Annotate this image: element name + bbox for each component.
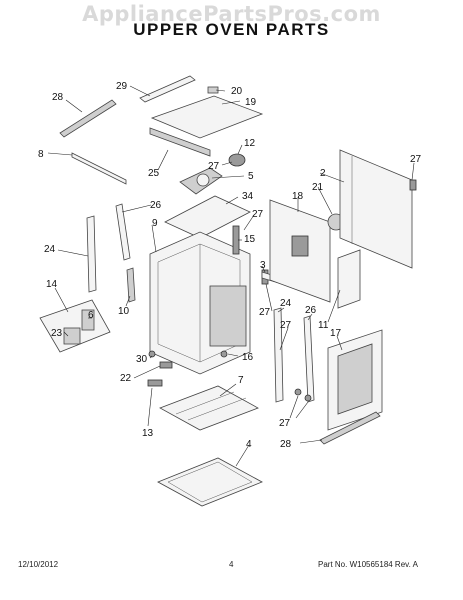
- part-18-vent: [291, 235, 309, 257]
- part-11-insulation: [337, 249, 361, 309]
- part-8-strip: [71, 152, 127, 185]
- part-6-plate: [81, 309, 95, 331]
- callout-23: 23: [51, 328, 63, 339]
- part-24-left-strip: [86, 215, 97, 293]
- callout-17: 17: [330, 328, 342, 339]
- leader-lines: [47, 85, 415, 467]
- callout-29: 29: [116, 81, 128, 92]
- callout-22: 22: [120, 373, 132, 384]
- part-12-motor: [228, 153, 246, 167]
- callout-27-e: 27: [280, 320, 292, 331]
- callout-7: 7: [238, 375, 244, 386]
- part-9-control-panel: [209, 285, 247, 347]
- watermark: AppliancePartsPros.com: [82, 2, 381, 26]
- part-27-screw-b: [304, 394, 312, 402]
- part-4-rack-inner: [167, 461, 253, 503]
- part-30-screw: [148, 350, 156, 358]
- page-title: UPPER OVEN PARTS: [133, 20, 330, 39]
- callout-14: 14: [46, 279, 58, 290]
- footer-page-number: 4: [229, 560, 234, 569]
- callout-28-bottom: 28: [280, 439, 292, 450]
- part-27-screw-a: [294, 388, 302, 396]
- callout-12: 12: [244, 138, 256, 149]
- callout-24-right: 24: [280, 298, 292, 309]
- footer-part-number: Part No. W10565184 Rev. A: [318, 560, 418, 569]
- callout-3: 3: [260, 260, 266, 271]
- callout-24-left: 24: [44, 244, 56, 255]
- part-25-front-bracket: [149, 127, 211, 157]
- callout-34: 34: [242, 191, 254, 202]
- callout-30: 30: [136, 354, 148, 365]
- callout-27-d: 27: [259, 307, 271, 318]
- callout-9: 9: [152, 218, 158, 229]
- callout-19: 19: [245, 97, 257, 108]
- part-4-bottom-rack: [157, 457, 263, 507]
- part-29-top-trim: [139, 75, 196, 103]
- callout-5: 5: [248, 171, 254, 182]
- footer-date: 12/10/2012: [18, 560, 59, 569]
- callout-4: 4: [246, 439, 252, 450]
- callout-21: 21: [312, 182, 324, 193]
- callout-27-b: 27: [410, 154, 422, 165]
- part-26-left-strip: [115, 203, 131, 261]
- callout-20: 20: [231, 86, 243, 97]
- callout-27-c: 27: [252, 209, 264, 220]
- part-28-bottom-rail: [319, 411, 381, 445]
- part-13-hinge: [147, 379, 163, 387]
- part-22-latch: [159, 361, 173, 369]
- part-27-screw-right: [409, 179, 417, 191]
- callout-6: 6: [88, 310, 94, 321]
- callout-27-f: 27: [279, 418, 291, 429]
- part-26-right-strip: [303, 315, 315, 403]
- part-28-rail: [59, 99, 117, 138]
- callout-18: 18: [292, 191, 304, 202]
- part-10-bracket: [126, 267, 136, 303]
- callout-28-top: 28: [52, 92, 64, 103]
- callout-2: 2: [320, 168, 326, 179]
- part-2-wrap: [339, 149, 413, 269]
- callout-25: 25: [148, 168, 160, 179]
- part-7-rack: [159, 385, 259, 431]
- callout-11: 11: [318, 320, 329, 331]
- callout-8: 8: [38, 149, 44, 160]
- callout-13: 13: [142, 428, 154, 439]
- part-17-door-inner: [337, 343, 373, 415]
- callout-26-left: 26: [150, 200, 162, 211]
- part-24-right-strip: [273, 307, 284, 403]
- part-34-tray: [164, 195, 251, 239]
- callout-27-a: 27: [208, 161, 220, 172]
- part-16-screw: [220, 350, 228, 358]
- callout-26-right: 26: [305, 305, 317, 316]
- callout-10: 10: [118, 306, 130, 317]
- part-19-top-panel: [150, 95, 264, 139]
- part-5-hub: [196, 173, 210, 187]
- callout-16: 16: [242, 352, 254, 363]
- part-23-gasket: [63, 327, 81, 345]
- callout-15: 15: [244, 234, 256, 245]
